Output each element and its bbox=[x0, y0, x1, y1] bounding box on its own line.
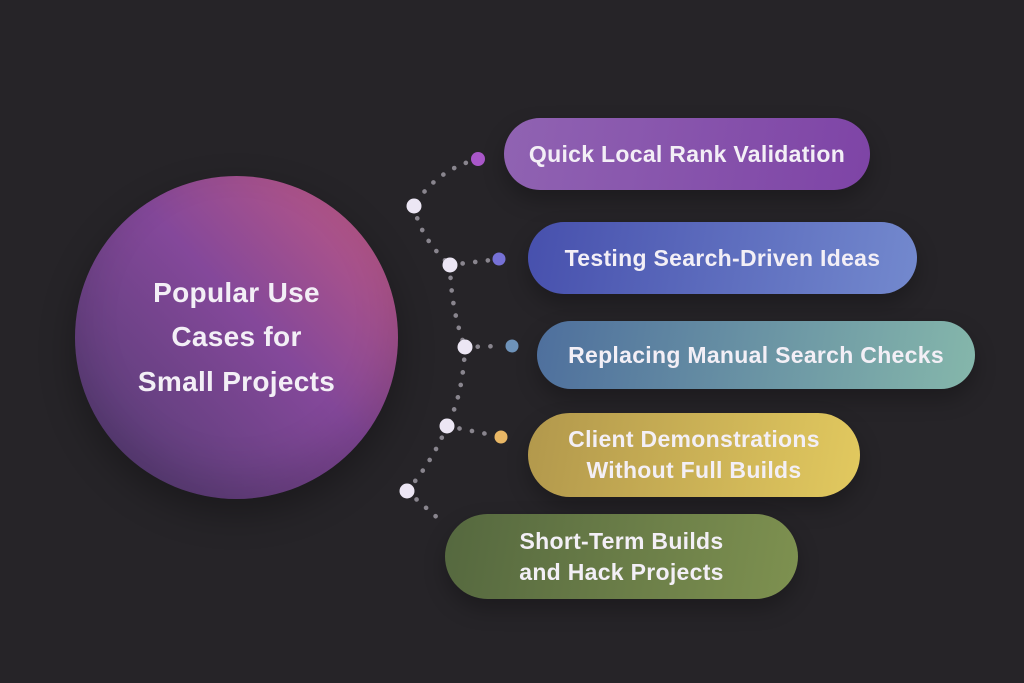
usecase-pill-client-demonstrations: Client Demonstrations Without Full Build… bbox=[528, 413, 860, 497]
trail-segment bbox=[444, 423, 495, 438]
usecase-pill-testing-search-driven-ideas: Testing Search-Driven Ideas bbox=[528, 222, 917, 294]
connector-node bbox=[442, 257, 458, 273]
connector-node bbox=[399, 483, 415, 499]
central-topic-title: Popular Use Cases for Small Projects bbox=[137, 277, 336, 397]
usecase-label: Testing Search-Driven Ideas bbox=[564, 244, 881, 271]
central-topic-bubble: Popular Use Cases for Small Projects bbox=[75, 176, 398, 499]
usecase-pill-quick-local-rank-validation: Quick Local Rank Validation bbox=[504, 118, 870, 190]
trail-segment bbox=[404, 488, 444, 524]
branch-dot-client-demos bbox=[494, 430, 508, 444]
trail-segment bbox=[411, 203, 453, 268]
usecase-label: Short-Term Builds and Hack Projects bbox=[519, 527, 724, 585]
branch-dot-quick-local-rank bbox=[471, 152, 485, 166]
usecase-label: Replacing Manual Search Checks bbox=[568, 341, 944, 368]
usecase-label: Quick Local Rank Validation bbox=[528, 140, 846, 167]
connector-node bbox=[439, 418, 455, 434]
usecase-pill-replacing-manual-search-checks: Replacing Manual Search Checks bbox=[537, 321, 975, 389]
trail-segment bbox=[404, 423, 450, 494]
usecase-label: Client Demonstrations Without Full Build… bbox=[568, 426, 820, 483]
branch-dot-manual-checks bbox=[505, 339, 519, 353]
connector-node bbox=[406, 198, 422, 214]
branch-dot-testing-ideas bbox=[492, 252, 506, 266]
trail-segment bbox=[411, 156, 481, 209]
usecase-pill-short-term-builds: Short-Term Builds and Hack Projects bbox=[445, 514, 798, 599]
trail-segment bbox=[447, 262, 468, 350]
connector-node bbox=[457, 339, 473, 355]
trail-segment bbox=[444, 344, 468, 429]
